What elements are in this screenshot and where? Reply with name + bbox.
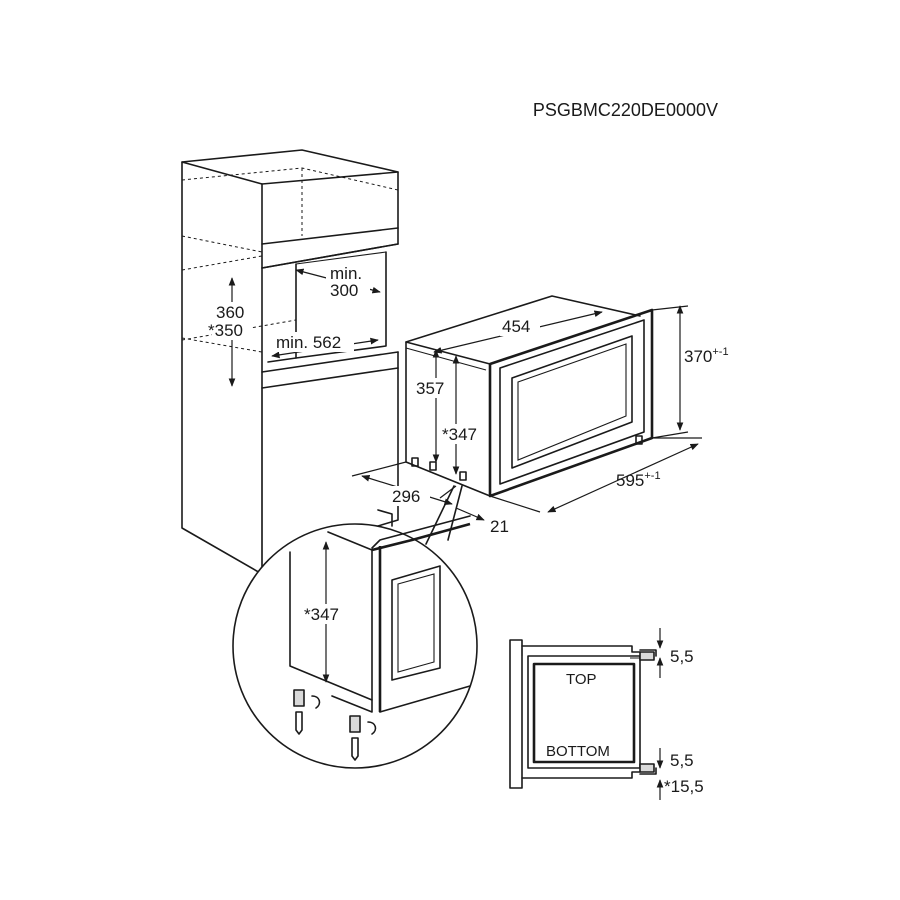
tall-cabinet [181, 149, 399, 575]
appliance-front-offset: 21 [490, 517, 509, 536]
appliance-front-width: 595+-1 [616, 470, 661, 490]
appliance-front-width-tol: +-1 [644, 470, 660, 482]
appliance-front-height: 370+-1 [684, 346, 729, 366]
appliance-front-width-value: 595 [616, 471, 644, 490]
side-section-detail [509, 628, 664, 800]
appliance-front-height-value: 370 [684, 347, 712, 366]
side-top-gap: 5,5 [670, 647, 694, 666]
cabinet-min-width: min. 562 [276, 333, 341, 352]
side-top-label: TOP [566, 671, 597, 688]
cabinet-min-depth-label: min. [330, 264, 362, 283]
side-bottom-gap-alt: *15,5 [664, 777, 704, 796]
cabinet-height: 360 [216, 303, 244, 322]
appliance-inner-width: 454 [502, 317, 530, 336]
model-code: PSGBMC220DE0000V [533, 100, 718, 120]
side-bottom-gap: 5,5 [670, 751, 694, 770]
side-bottom-label: BOTTOM [546, 743, 610, 760]
detail-height: *347 [304, 605, 339, 624]
appliance-depth: 296 [392, 487, 420, 506]
appliance-body-height: 357 [416, 379, 444, 398]
detail-callout [232, 485, 478, 769]
appliance-body-height-alt: *347 [442, 425, 477, 444]
cabinet-min-depth-value: 300 [330, 281, 358, 300]
cabinet-height-alt: *350 [208, 321, 243, 340]
appliance-front-height-tol: +-1 [712, 346, 728, 358]
